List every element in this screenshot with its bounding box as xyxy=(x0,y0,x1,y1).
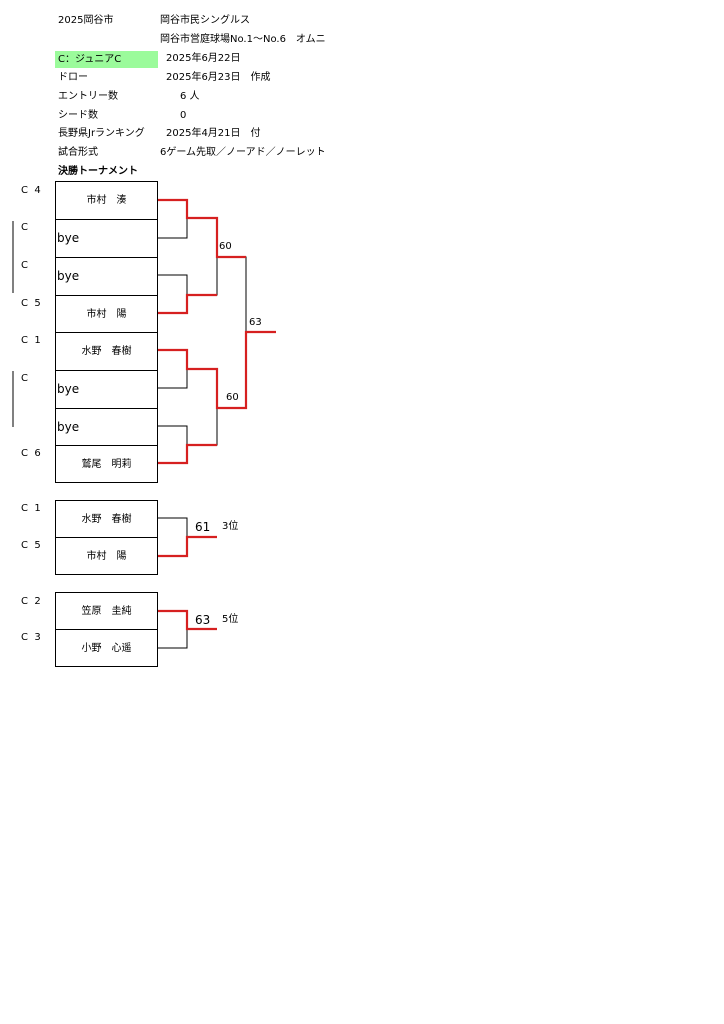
player-slot: 市村 湊 xyxy=(86,195,127,206)
seeds-value: 0 xyxy=(180,110,187,121)
player-slot: 市村 陽 xyxy=(56,295,157,333)
tournament-name: 岡谷市民シングルス xyxy=(160,15,250,26)
format-value: 6ゲーム先取／ノーアド／ノーレット xyxy=(160,147,326,158)
ranking-date: 2025年4月21日 付 xyxy=(166,128,261,139)
seed-label: C xyxy=(21,222,28,233)
player-slot: 水野 春樹 xyxy=(81,514,132,525)
seed-label: C 2 xyxy=(21,596,41,607)
seed-label: C 1 xyxy=(21,503,41,514)
format-label: 試合形式 xyxy=(58,147,98,158)
final-score: 63 xyxy=(249,317,262,328)
seed-label: C 5 xyxy=(21,540,41,551)
seed-label: C 5 xyxy=(21,298,41,309)
player-slot: 鷲尾 明莉 xyxy=(56,445,157,483)
seed-label: C 1 xyxy=(21,335,41,346)
player-slot-bye: bye xyxy=(56,257,158,295)
third-place-player-list: 水野 春樹 市村 陽 xyxy=(55,500,158,575)
main-draw-player-list: 市村 湊 bye bye 市村 陽 水野 春樹 bye bye 鷲尾 明莉 xyxy=(55,181,158,483)
ranking-label: 長野県Jrランキング xyxy=(58,128,145,139)
draw-created: 2025年6月23日 作成 xyxy=(166,72,271,83)
player-slot-bye: bye xyxy=(56,408,158,446)
bracket-lines-winners xyxy=(158,198,276,631)
fifth-place-rank: 5位 xyxy=(222,614,239,625)
seeds-label: シード数 xyxy=(58,110,98,121)
player-slot: 小野 心遥 xyxy=(56,629,157,667)
entries-value: 6 人 xyxy=(180,91,200,102)
fifth-place-player-list: 笠原 圭純 小野 心遥 xyxy=(55,592,158,667)
seed-label: C 4 xyxy=(21,185,41,196)
seed-label: C xyxy=(21,373,28,384)
venue: 岡谷市営庭球場No.1～No.6 オムニ xyxy=(160,34,326,45)
third-place-score: 61 xyxy=(195,520,211,534)
seed-label: C xyxy=(21,260,28,271)
player-slot-bye: bye xyxy=(56,219,158,257)
draw-label: ドロー xyxy=(58,72,88,83)
bracket-lines-gray xyxy=(12,218,247,649)
category-label: C：ジュニアC xyxy=(55,51,158,68)
player-slot: 笠原 圭純 xyxy=(81,606,132,617)
fifth-place-score: 63 xyxy=(195,613,211,627)
semifinal-score: 60 xyxy=(226,392,239,403)
player-slot: 市村 陽 xyxy=(56,537,157,575)
player-slot: 水野 春樹 xyxy=(56,332,157,370)
entries-label: エントリー数 xyxy=(58,91,118,102)
semifinal-score: 60 xyxy=(219,241,232,252)
seed-label: C 6 xyxy=(21,448,41,459)
final-tournament-title: 決勝トーナメント xyxy=(58,166,138,177)
third-place-rank: 3位 xyxy=(222,521,239,532)
seed-label: C 3 xyxy=(21,632,41,643)
event-date: 2025年6月22日 xyxy=(166,53,241,64)
player-slot-bye: bye xyxy=(56,370,158,408)
year-city: 2025岡谷市 xyxy=(58,15,114,26)
